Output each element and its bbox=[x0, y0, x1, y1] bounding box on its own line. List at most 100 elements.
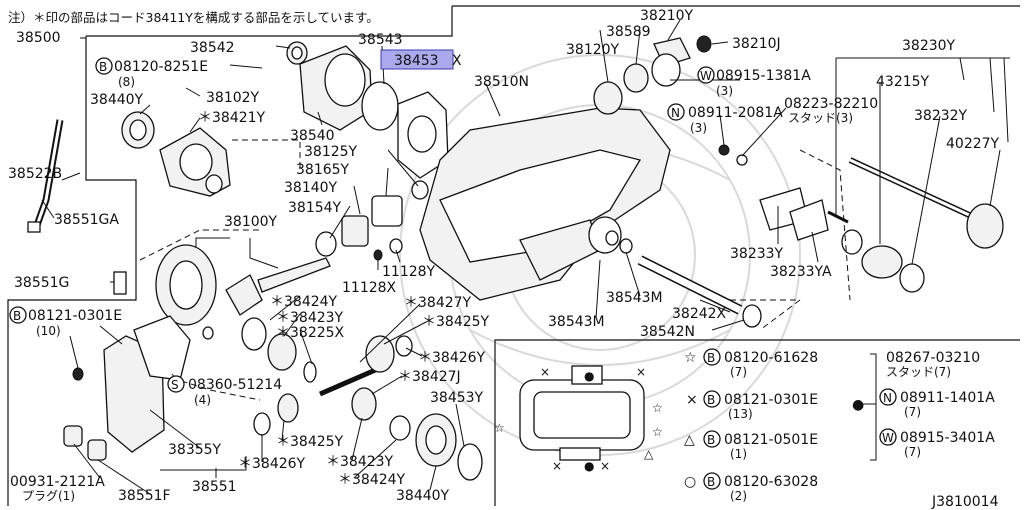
side-bearing-left bbox=[121, 111, 155, 149]
legend-tri-part[interactable]: 08121-0501E bbox=[724, 432, 818, 448]
label-38551f[interactable]: 38551F bbox=[118, 488, 171, 504]
label-38589[interactable]: 38589 bbox=[606, 24, 651, 40]
b-symbol-icon bbox=[9, 306, 27, 324]
b-symbol-icon bbox=[703, 390, 721, 408]
label-40227y[interactable]: 40227Y bbox=[946, 136, 1000, 152]
inset-cross: × bbox=[540, 365, 550, 379]
label-38543m-b[interactable]: 38543M bbox=[548, 314, 605, 330]
bolt-pattern-inset bbox=[519, 365, 645, 461]
frames bbox=[7, 5, 1020, 506]
label-38102y[interactable]: 38102Y bbox=[206, 90, 260, 106]
qty-10: (10) bbox=[36, 324, 61, 338]
inset-dot: ● bbox=[584, 369, 594, 383]
legend-dot-n-part[interactable]: 08911-1401A bbox=[900, 390, 995, 406]
label-38140y[interactable]: 38140Y bbox=[284, 180, 338, 196]
label-00931-2121a[interactable]: 00931-2121A bbox=[10, 474, 105, 490]
label-38424y-b[interactable]: ＊38424Y bbox=[338, 472, 406, 488]
label-38242x[interactable]: 38242X bbox=[672, 306, 727, 322]
label-38425y-a[interactable]: ＊38425Y bbox=[422, 314, 490, 330]
label-38543[interactable]: 38543 bbox=[358, 32, 403, 48]
label-38542[interactable]: 38542 bbox=[190, 40, 235, 56]
label-38230y[interactable]: 38230Y bbox=[902, 38, 956, 54]
qty-3b: (3) bbox=[690, 121, 707, 135]
triangle-symbol: △ bbox=[684, 432, 695, 448]
label-38440y-bottom[interactable]: 38440Y bbox=[396, 488, 450, 504]
label-08360-51214[interactable]: 08360-51214 bbox=[188, 377, 282, 393]
inset-star: ☆ bbox=[652, 425, 663, 439]
label-38355y[interactable]: 38355Y bbox=[168, 442, 222, 458]
legend-dot-w-part[interactable]: 08915-3401A bbox=[900, 430, 995, 446]
assembly-lines bbox=[139, 139, 851, 401]
legend-dot-stud-part[interactable]: 08267-03210 bbox=[886, 350, 980, 366]
label-plug: プラグ(1) bbox=[22, 489, 75, 503]
label-38424y-a[interactable]: ＊38424Y bbox=[270, 294, 338, 310]
label-38154y[interactable]: 38154Y bbox=[288, 200, 342, 216]
label-38423y-a[interactable]: ＊38423Y bbox=[276, 310, 344, 326]
label-08915-1381a[interactable]: 08915-1381A bbox=[716, 68, 811, 84]
part-labels: 注）＊印の部品はコード38411Yを構成する部品を示しています。 38500 3… bbox=[8, 8, 1000, 504]
diff-internals bbox=[241, 317, 483, 481]
label-38551[interactable]: 38551 bbox=[192, 479, 237, 495]
label-38453x[interactable]: 38453 bbox=[394, 53, 439, 69]
inset-star: ☆ bbox=[652, 401, 663, 415]
label-38210y[interactable]: 38210Y bbox=[640, 8, 694, 24]
highlight-box-38453x bbox=[380, 49, 454, 70]
legend-cross-part[interactable]: 08121-0301E bbox=[724, 392, 818, 408]
label-38426y-b[interactable]: ＊38426Y bbox=[238, 456, 306, 472]
side-cover bbox=[286, 41, 373, 131]
label-38232y[interactable]: 38232Y bbox=[914, 108, 968, 124]
inset-cross: × bbox=[600, 459, 610, 473]
label-08911-2081a[interactable]: 08911-2081A bbox=[688, 105, 783, 121]
rear-cover-housing bbox=[419, 107, 671, 301]
label-11128x[interactable]: 11128X bbox=[342, 280, 397, 296]
label-38225x[interactable]: ＊38225X bbox=[276, 325, 345, 341]
inset-cross: × bbox=[636, 365, 646, 379]
label-38426y-a[interactable]: ＊38426Y bbox=[418, 350, 486, 366]
label-38551ga[interactable]: 38551GA bbox=[54, 212, 119, 228]
label-38427j[interactable]: ＊38427J bbox=[398, 369, 461, 385]
b-symbol-text: B bbox=[707, 433, 715, 447]
label-08223-82210[interactable]: 08223-82210 bbox=[784, 96, 878, 112]
label-38543m-a[interactable]: 38543M bbox=[606, 290, 663, 306]
label-38425y-b[interactable]: ＊38425Y bbox=[276, 434, 344, 450]
legend-cross-qty: (13) bbox=[728, 407, 753, 421]
label-11128y[interactable]: 11128Y bbox=[382, 264, 436, 280]
legend-dot-w-qty: (7) bbox=[904, 445, 921, 459]
label-38551g[interactable]: 38551G bbox=[14, 275, 69, 291]
label-38427y[interactable]: ＊38427Y bbox=[404, 295, 472, 311]
label-38100y[interactable]: 38100Y bbox=[224, 214, 278, 230]
label-38500[interactable]: 38500 bbox=[16, 30, 61, 46]
qty-4: (4) bbox=[194, 393, 211, 407]
label-38125y[interactable]: 38125Y bbox=[304, 144, 358, 160]
label-38120y[interactable]: 38120Y bbox=[566, 42, 620, 58]
s-symbol-text: S bbox=[171, 378, 179, 392]
label-38165y[interactable]: 38165Y bbox=[296, 162, 350, 178]
label-08120-8251e[interactable]: 08120-8251E bbox=[114, 59, 208, 75]
diagram-code: J3810014 bbox=[931, 494, 999, 510]
footnote: 注）＊印の部品はコード38411Yを構成する部品を示しています。 bbox=[8, 10, 379, 25]
b-symbol-icon bbox=[703, 348, 721, 366]
label-38210j[interactable]: 38210J bbox=[732, 36, 781, 52]
gasket-o-ring bbox=[361, 81, 449, 179]
label-38421y[interactable]: ＊38421Y bbox=[198, 110, 266, 126]
legend-circle-part[interactable]: 08120-63028 bbox=[724, 474, 818, 490]
b-symbol-text: B bbox=[99, 60, 107, 74]
b-symbol-icon bbox=[95, 57, 113, 75]
label-08121-0301e[interactable]: 08121-0301E bbox=[28, 308, 122, 324]
label-38453y[interactable]: 38453Y bbox=[430, 390, 484, 406]
pinion-bearings bbox=[315, 180, 429, 261]
label-38542n[interactable]: 38542N bbox=[640, 324, 695, 340]
label-38423y-b[interactable]: ＊38423Y bbox=[326, 454, 394, 470]
dot-symbol: ● bbox=[852, 397, 864, 413]
label-38233ya[interactable]: 38233YA bbox=[770, 264, 832, 280]
label-43215y[interactable]: 43215Y bbox=[876, 74, 930, 90]
label-38440y-top[interactable]: 38440Y bbox=[90, 92, 144, 108]
w-symbol-icon bbox=[697, 66, 715, 84]
label-38233y[interactable]: 38233Y bbox=[730, 246, 784, 262]
axle-shafts bbox=[605, 157, 1004, 328]
inset-cross: × bbox=[552, 459, 562, 473]
legend-star-part[interactable]: 08120-61628 bbox=[724, 350, 818, 366]
label-38510n[interactable]: 38510N bbox=[474, 74, 529, 90]
label-38540[interactable]: 38540 bbox=[290, 128, 335, 144]
label-38522b[interactable]: 38522B bbox=[8, 166, 62, 182]
